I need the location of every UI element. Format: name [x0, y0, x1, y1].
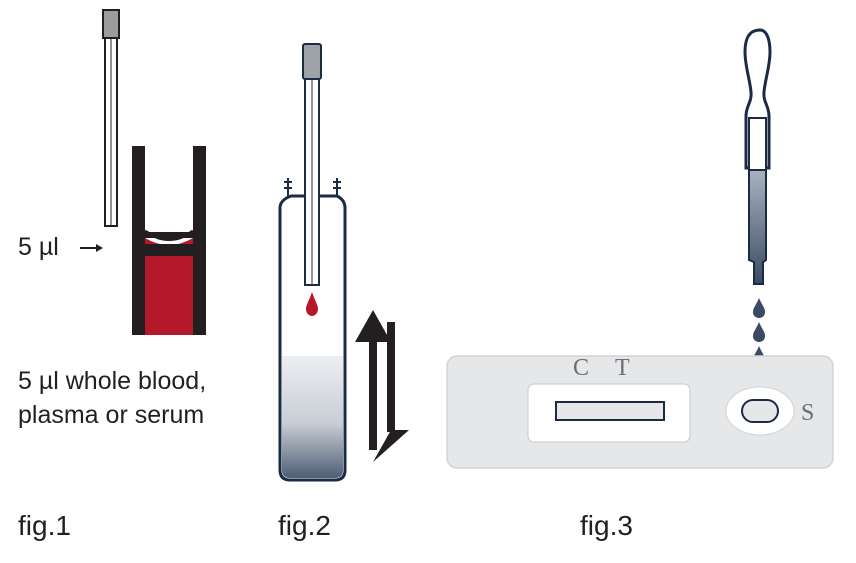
- sample-well-label: S: [801, 400, 815, 426]
- volume-label: 5 µl: [18, 233, 59, 261]
- fig2-extraction-tube: [278, 178, 347, 482]
- fig1-capillary-pipette: [102, 9, 120, 227]
- sample-description-line: plasma or serum: [18, 401, 205, 429]
- control-line-label: C: [573, 355, 590, 381]
- fig3-test-cassette: [446, 355, 834, 469]
- sample-well: [741, 399, 779, 423]
- sample-description-line: 5 µl whole blood,: [18, 367, 207, 395]
- mixing-arrows-icon: [355, 310, 409, 462]
- volume-arrow-icon: [80, 244, 103, 252]
- blood-drop-icon: [306, 292, 318, 316]
- sample-drop-icon: [753, 322, 765, 342]
- fig3-dropper: [743, 28, 772, 285]
- fig2-capillary-pipette: [302, 43, 322, 286]
- sample-description: 5 µl whole blood, plasma or serum: [18, 364, 206, 432]
- test-line-label: T: [615, 355, 630, 381]
- fig2-caption: fig.2: [278, 510, 331, 541]
- fig3-caption: fig.3: [580, 510, 633, 541]
- result-window-strip: [555, 401, 665, 421]
- fig1-blood-holder: [132, 146, 206, 335]
- sample-drop-icon: [753, 298, 765, 318]
- fig1-caption: fig.1: [18, 510, 71, 541]
